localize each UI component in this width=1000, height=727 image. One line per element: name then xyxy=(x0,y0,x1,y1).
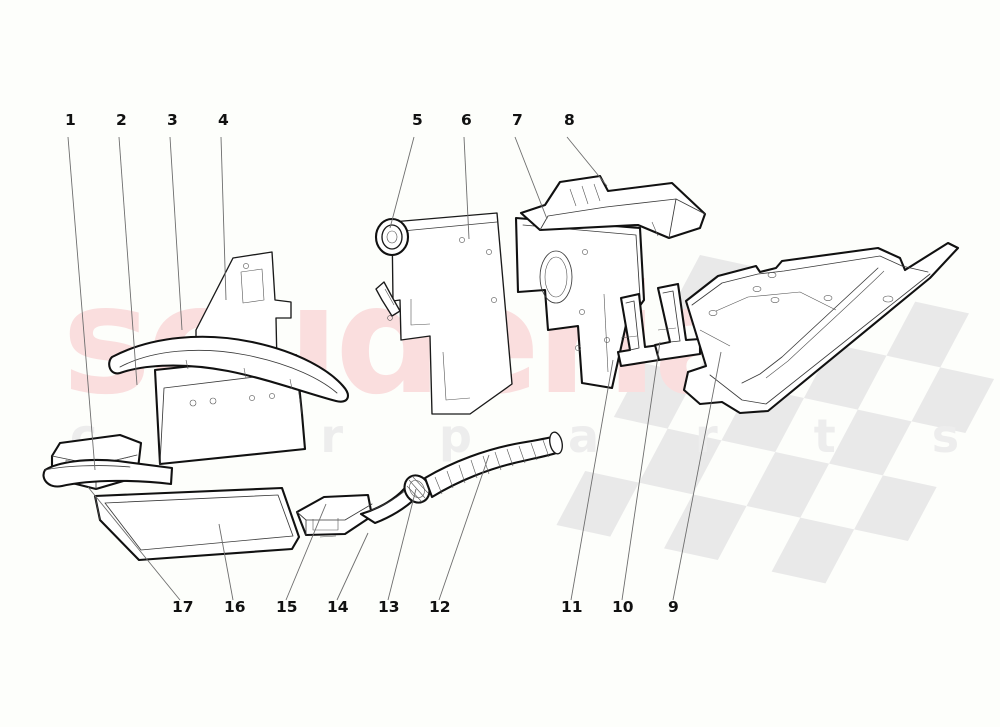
callout-labels-bottom: 17 16 15 14 13 12 11 10 9 xyxy=(172,598,679,616)
callout-label-9[interactable]: 9 xyxy=(668,598,679,616)
leader-line-7 xyxy=(514,136,548,220)
callout-label-10[interactable]: 10 xyxy=(612,598,634,616)
callout-label-8[interactable]: 8 xyxy=(564,111,575,129)
callout-label-6[interactable]: 6 xyxy=(461,111,472,129)
leader-line-2 xyxy=(118,136,138,386)
leader-line-14 xyxy=(336,532,369,601)
callout-label-2[interactable]: 2 xyxy=(116,111,127,129)
callout-label-5[interactable]: 5 xyxy=(412,111,423,129)
part-right-bulkhead-panel xyxy=(514,216,646,390)
callout-label-4[interactable]: 4 xyxy=(218,111,229,129)
callout-label-12[interactable]: 12 xyxy=(429,598,451,616)
leader-line-4 xyxy=(220,136,227,301)
part-center-bulkhead-panel xyxy=(391,212,513,415)
leader-line-8 xyxy=(566,136,608,187)
leader-line-5 xyxy=(389,136,415,229)
callout-label-14[interactable]: 14 xyxy=(327,598,349,616)
callout-labels-top: 1 2 3 4 5 6 7 8 xyxy=(65,111,575,129)
part-grommet-ring xyxy=(374,217,410,321)
leader-line-10 xyxy=(621,341,661,601)
callout-label-15[interactable]: 15 xyxy=(276,598,298,616)
leader-line-16 xyxy=(218,523,234,601)
callout-label-11[interactable]: 11 xyxy=(561,598,583,616)
callout-label-16[interactable]: 16 xyxy=(224,598,246,616)
leader-line-6 xyxy=(463,136,470,240)
part-upper-rear-shelf-panel xyxy=(519,174,707,240)
callout-label-7[interactable]: 7 xyxy=(512,111,523,129)
part-front-lower-trim-strip xyxy=(108,335,349,403)
leader-line-9 xyxy=(672,351,722,601)
callout-label-1[interactable]: 1 xyxy=(65,111,76,129)
callout-label-13[interactable]: 13 xyxy=(378,598,400,616)
leader-lines xyxy=(67,136,722,601)
leader-line-3 xyxy=(169,136,183,331)
callout-label-3[interactable]: 3 xyxy=(167,111,178,129)
leader-line-13 xyxy=(387,488,417,601)
leader-line-1 xyxy=(67,136,96,471)
callout-label-17[interactable]: 17 xyxy=(172,598,194,616)
part-front-undertray-blade xyxy=(93,486,301,562)
leader-line-15 xyxy=(285,503,327,601)
leader-line-11 xyxy=(570,359,614,601)
leader-line-17 xyxy=(87,486,181,601)
part-rear-right-bracket-outer xyxy=(653,282,702,362)
part-right-floor-undertray xyxy=(682,241,960,415)
part-front-splitter-lip xyxy=(42,458,174,488)
leader-line-12 xyxy=(438,454,490,601)
